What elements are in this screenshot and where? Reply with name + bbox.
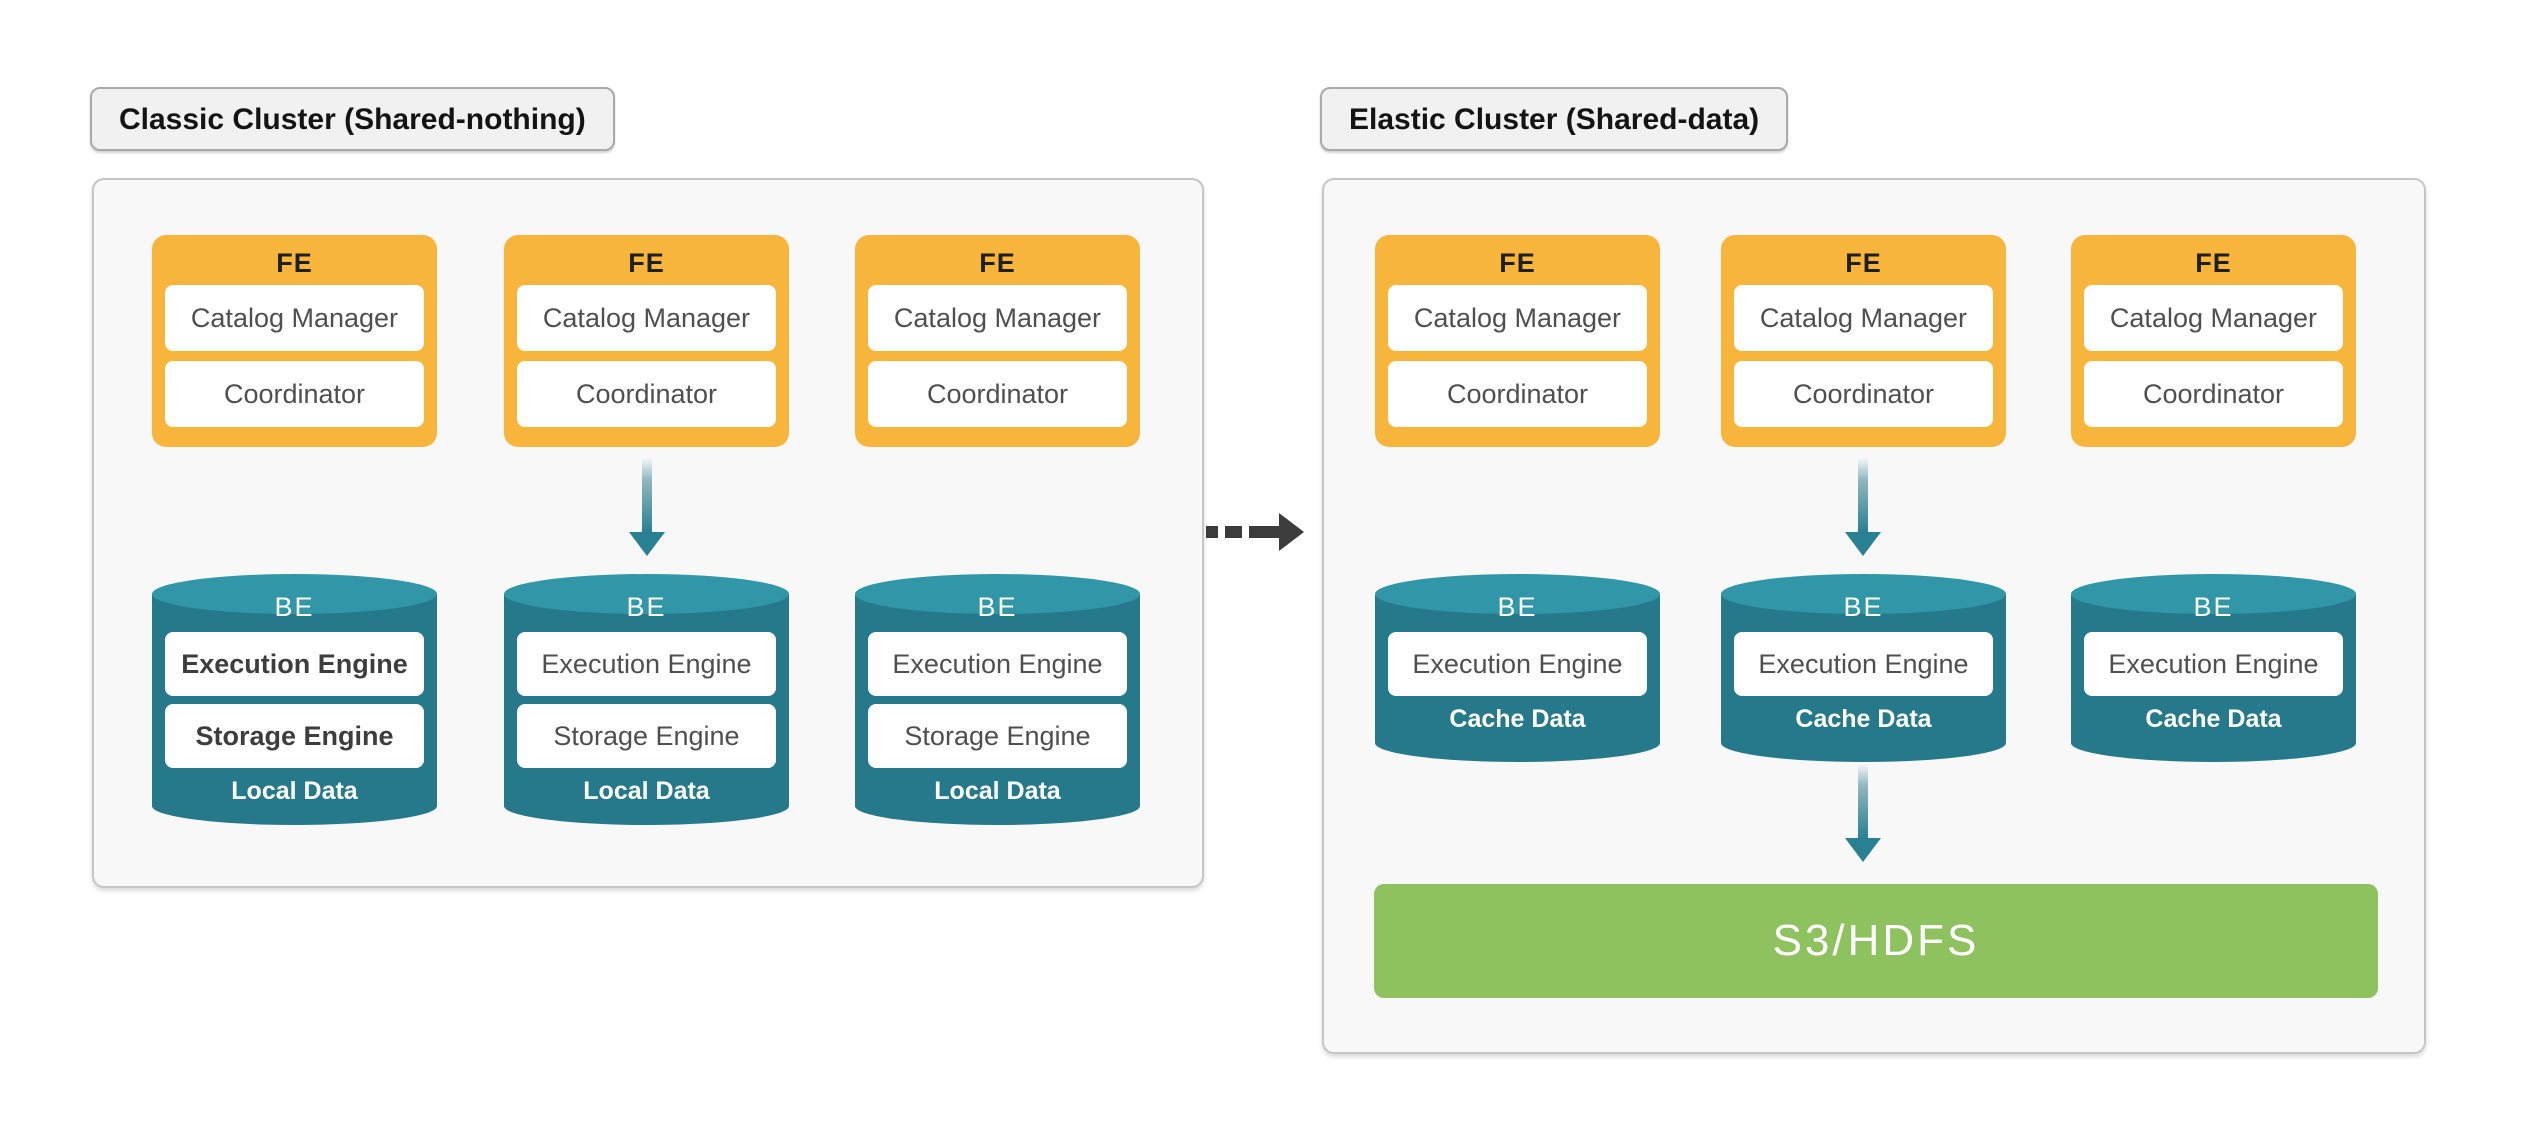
coordinator-box: Coordinator bbox=[868, 361, 1127, 427]
catalog-manager-box: Catalog Manager bbox=[517, 285, 776, 351]
coordinator-box: Coordinator bbox=[2084, 361, 2343, 427]
storage-engine-box: Storage Engine bbox=[517, 704, 776, 768]
be-cylinder-node: BE Execution Engine Storage Engine Local… bbox=[504, 574, 789, 825]
be-node-title: BE bbox=[1843, 592, 1884, 622]
execution-engine-box: Execution Engine bbox=[1388, 632, 1647, 696]
cylinder-bottom bbox=[855, 787, 1140, 825]
cylinder-bottom bbox=[1721, 724, 2006, 762]
s3-hdfs-storage-box: S3/HDFS bbox=[1374, 884, 2378, 998]
be-to-storage-arrow-icon bbox=[1840, 764, 1886, 862]
fe-node-title: FE bbox=[1499, 248, 1536, 278]
fe-node-title: FE bbox=[628, 248, 665, 278]
elastic-cluster-panel: FE Catalog Manager Coordinator FE Catalo… bbox=[1322, 178, 2426, 1054]
cache-data-label: Cache Data bbox=[2145, 705, 2282, 733]
fe-node: FE Catalog Manager Coordinator bbox=[1721, 235, 2006, 447]
execution-engine-box: Execution Engine bbox=[868, 632, 1127, 696]
storage-engine-box: Storage Engine bbox=[165, 704, 424, 768]
execution-engine-box: Execution Engine bbox=[2084, 632, 2343, 696]
catalog-manager-box: Catalog Manager bbox=[165, 285, 424, 351]
be-cylinder-node: BE Execution Engine Storage Engine Local… bbox=[855, 574, 1140, 825]
execution-engine-box: Execution Engine bbox=[165, 632, 424, 696]
cluster-transition-arrow-icon bbox=[1206, 512, 1306, 552]
cylinder-bottom bbox=[152, 787, 437, 825]
arrow-shaft bbox=[1858, 458, 1868, 532]
fe-node: FE Catalog Manager Coordinator bbox=[855, 235, 1140, 447]
cylinder-body bbox=[152, 594, 437, 806]
classic-cluster-panel: FE Catalog Manager Coordinator FE Catalo… bbox=[92, 178, 1204, 888]
local-data-label: Local Data bbox=[231, 777, 358, 805]
be-cylinder-node: BE Execution Engine Cache Data bbox=[1375, 574, 1660, 762]
be-node-title: BE bbox=[274, 592, 315, 622]
catalog-manager-box: Catalog Manager bbox=[1388, 285, 1647, 351]
cache-data-label: Cache Data bbox=[1795, 705, 1932, 733]
coordinator-box: Coordinator bbox=[165, 361, 424, 427]
local-data-label: Local Data bbox=[934, 777, 1061, 805]
arrow-head bbox=[629, 532, 665, 556]
cylinder-body bbox=[504, 594, 789, 806]
arrow-head bbox=[1845, 838, 1881, 862]
fe-node-title: FE bbox=[2195, 248, 2232, 278]
classic-cluster-label: Classic Cluster (Shared-nothing) bbox=[90, 87, 615, 151]
fe-node-title: FE bbox=[1845, 248, 1882, 278]
fe-node: FE Catalog Manager Coordinator bbox=[1375, 235, 1660, 447]
cylinder-bottom bbox=[2071, 724, 2356, 762]
cylinder-bottom bbox=[1375, 724, 1660, 762]
execution-engine-box: Execution Engine bbox=[1734, 632, 1993, 696]
cylinder-bottom bbox=[504, 787, 789, 825]
coordinator-box: Coordinator bbox=[517, 361, 776, 427]
cylinder-top bbox=[855, 574, 1140, 614]
arrow-head bbox=[1845, 532, 1881, 556]
dash-segment bbox=[1249, 526, 1279, 538]
catalog-manager-box: Catalog Manager bbox=[2084, 285, 2343, 351]
be-cylinder-node: BE Execution Engine Cache Data bbox=[2071, 574, 2356, 762]
storage-engine-box: Storage Engine bbox=[868, 704, 1127, 768]
cylinder-top bbox=[1721, 574, 2006, 614]
elastic-cluster-label: Elastic Cluster (Shared-data) bbox=[1320, 87, 1789, 151]
be-node-title: BE bbox=[2193, 592, 2234, 622]
dash-segment bbox=[1206, 526, 1218, 538]
arrow-head bbox=[1279, 513, 1304, 551]
cylinder-top bbox=[504, 574, 789, 614]
fe-node-title: FE bbox=[979, 248, 1016, 278]
catalog-manager-box: Catalog Manager bbox=[1734, 285, 1993, 351]
coordinator-box: Coordinator bbox=[1734, 361, 1993, 427]
be-node-title: BE bbox=[626, 592, 667, 622]
dash-segment bbox=[1225, 526, 1242, 538]
be-node-title: BE bbox=[1497, 592, 1538, 622]
local-data-label: Local Data bbox=[583, 777, 710, 805]
arrow-shaft bbox=[642, 458, 652, 532]
fe-node: FE Catalog Manager Coordinator bbox=[152, 235, 437, 447]
be-node-title: BE bbox=[977, 592, 1018, 622]
catalog-manager-box: Catalog Manager bbox=[868, 285, 1127, 351]
fe-to-be-arrow-icon bbox=[624, 458, 670, 556]
fe-node-title: FE bbox=[276, 248, 313, 278]
cache-data-label: Cache Data bbox=[1449, 705, 1586, 733]
cylinder-top bbox=[2071, 574, 2356, 614]
fe-to-be-arrow-icon bbox=[1840, 458, 1886, 556]
cylinder-body bbox=[855, 594, 1140, 806]
be-cylinder-node: BE Execution Engine Cache Data bbox=[1721, 574, 2006, 762]
coordinator-box: Coordinator bbox=[1388, 361, 1647, 427]
execution-engine-box: Execution Engine bbox=[517, 632, 776, 696]
fe-node: FE Catalog Manager Coordinator bbox=[504, 235, 789, 447]
arrow-shaft bbox=[1858, 764, 1868, 838]
cylinder-top bbox=[152, 574, 437, 614]
be-cylinder-node: BE Execution Engine Storage Engine Local… bbox=[152, 574, 437, 825]
cylinder-top bbox=[1375, 574, 1660, 614]
fe-node: FE Catalog Manager Coordinator bbox=[2071, 235, 2356, 447]
